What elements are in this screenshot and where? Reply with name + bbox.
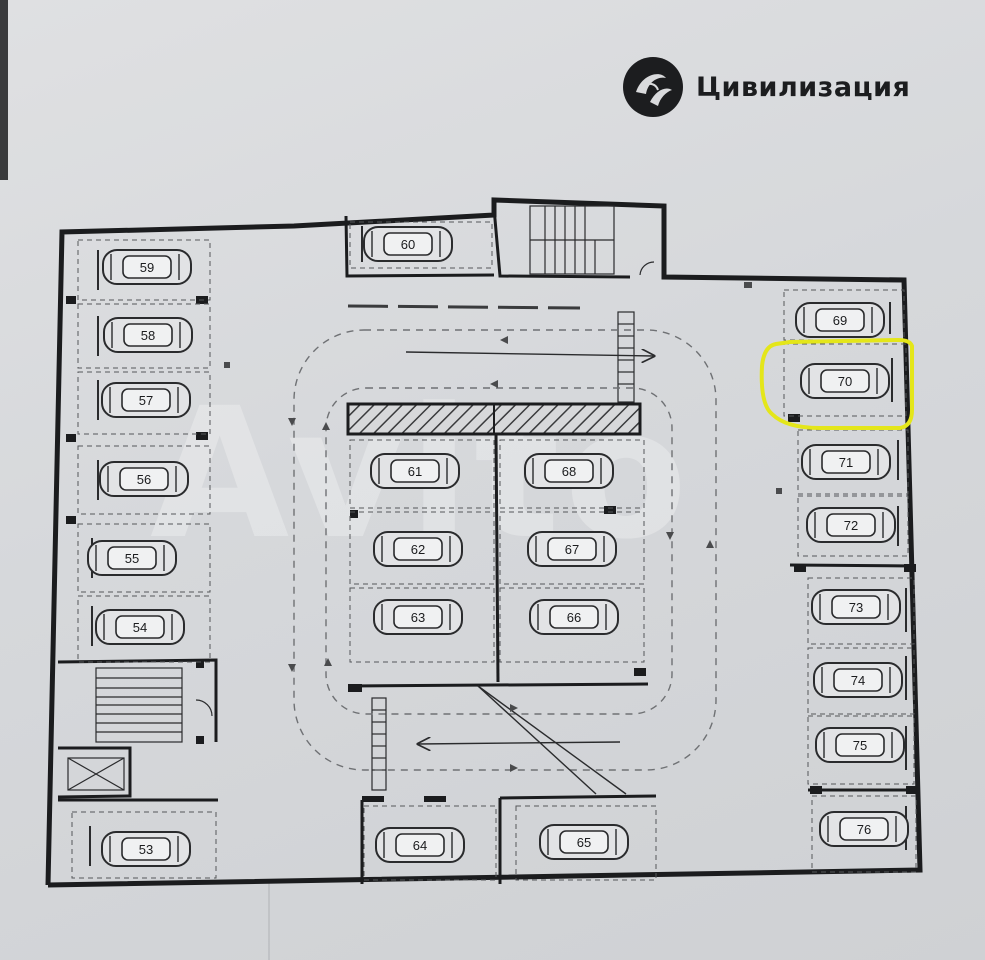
space-number: 66 xyxy=(567,610,581,625)
car-icon: 73 xyxy=(811,589,901,625)
car-icon: 66 xyxy=(529,599,619,635)
ramp-ladder xyxy=(371,311,635,791)
space-number: 75 xyxy=(853,738,867,753)
columns xyxy=(66,296,918,802)
car-icon: 64 xyxy=(375,827,465,863)
car-icon: 56 xyxy=(99,461,189,497)
car-icon: 60 xyxy=(363,226,453,262)
space-number: 74 xyxy=(851,673,865,688)
car-icon: 65 xyxy=(539,824,629,860)
space-number: 59 xyxy=(140,260,154,275)
car-icon: 76 xyxy=(819,811,909,847)
space-number: 73 xyxy=(849,600,863,615)
stairwell-left xyxy=(67,667,213,791)
space-number: 61 xyxy=(408,464,422,479)
car-icon: 54 xyxy=(95,609,185,645)
paper-fold xyxy=(268,880,270,960)
space-number: 68 xyxy=(562,464,576,479)
car-icon: 53 xyxy=(101,831,191,867)
stairwell-top xyxy=(529,205,655,276)
brand-logo: Цивилизация xyxy=(622,56,910,118)
car-icon: 58 xyxy=(103,317,193,353)
space-number: 55 xyxy=(125,551,139,566)
direction-arrows xyxy=(347,304,654,795)
space-number: 62 xyxy=(411,542,425,557)
space-number: 56 xyxy=(137,472,151,487)
car-icon: 68 xyxy=(524,453,614,489)
space-outlines xyxy=(71,221,917,881)
space-number: 72 xyxy=(844,518,858,533)
space-number: 71 xyxy=(839,455,853,470)
outer-walls xyxy=(45,197,923,888)
space-number: 64 xyxy=(413,838,427,853)
inner-walls xyxy=(57,207,918,884)
space-number: 70 xyxy=(838,374,852,389)
car-icon: 75 xyxy=(815,727,905,763)
space-number: 58 xyxy=(141,328,155,343)
car-icon: 62 xyxy=(373,531,463,567)
structural-beam xyxy=(346,402,642,436)
highlight-space-70 xyxy=(759,337,914,430)
driving-lanes xyxy=(293,329,717,771)
space-number: 53 xyxy=(139,842,153,857)
car-icon: 63 xyxy=(373,599,463,635)
space-number: 69 xyxy=(833,313,847,328)
brand-emblem-icon xyxy=(623,57,683,117)
car-icon: 57 xyxy=(101,382,191,418)
lane-markers xyxy=(224,282,782,772)
car-icon: 59 xyxy=(102,249,192,285)
space-number: 57 xyxy=(139,393,153,408)
car-icon: 72 xyxy=(806,507,896,543)
car-icon: 55 xyxy=(87,540,177,576)
space-number: 63 xyxy=(411,610,425,625)
space-number: 67 xyxy=(565,542,579,557)
parking-cars: 53 54 55 56 57 58 59 60 61 62 63 64 65 66 67 68 69 70 71 72… xyxy=(87,226,909,867)
space-number: 60 xyxy=(401,237,415,252)
space-number: 54 xyxy=(133,620,147,635)
car-icon: 61 xyxy=(370,453,460,489)
car-icon: 70 xyxy=(800,363,890,399)
paper-edge xyxy=(0,0,8,180)
car-icon: 71 xyxy=(801,444,891,480)
space-number: 65 xyxy=(577,835,591,850)
car-icon: 67 xyxy=(527,531,617,567)
brand-name: Цивилизация xyxy=(696,71,911,103)
car-icon: 74 xyxy=(813,662,903,698)
space-number: 76 xyxy=(857,822,871,837)
car-icon: 69 xyxy=(795,302,885,338)
